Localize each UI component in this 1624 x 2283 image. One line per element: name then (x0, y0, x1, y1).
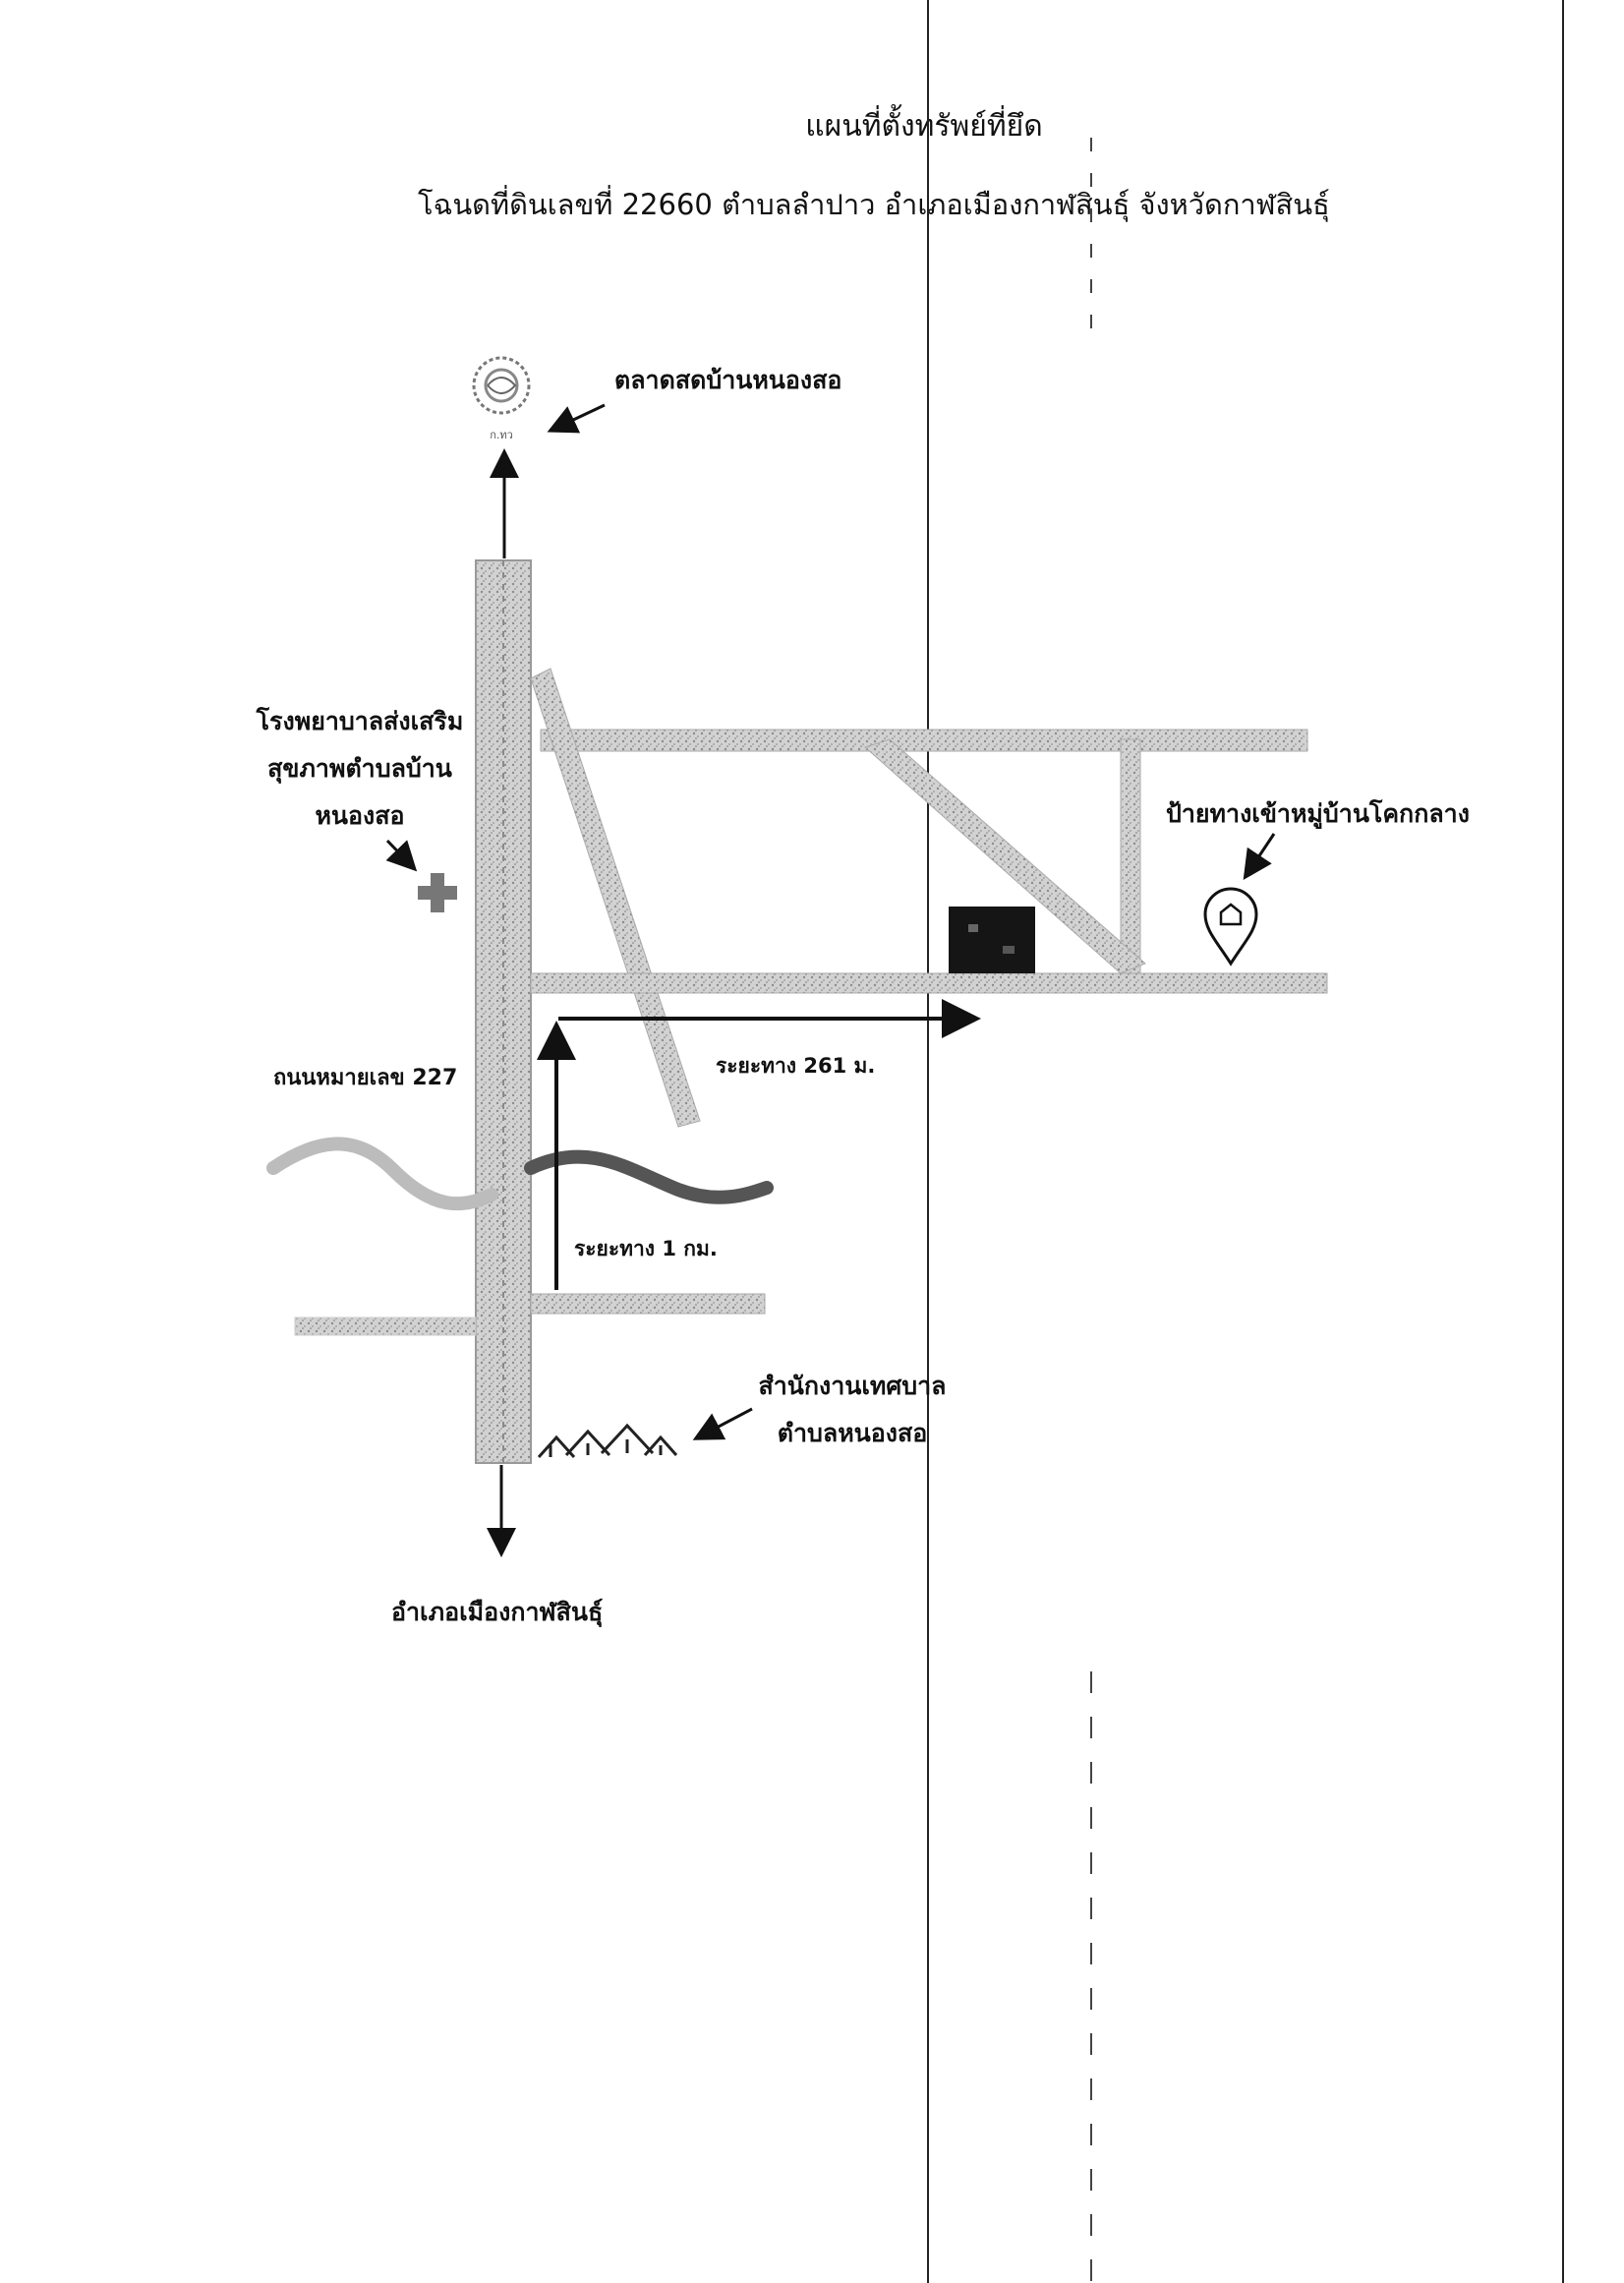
property-texture (1003, 946, 1015, 954)
market-label: ตลาดสดบ้านหนองสอ (614, 366, 842, 394)
hospital-cross-icon (418, 873, 457, 912)
northern-road (540, 729, 1308, 752)
municipal-label-line: สำนักงานเทศบาล (758, 1372, 947, 1400)
deed-subtitle: โฉนดที่ดินเลขที่ 22660 ตำบลลำปาว อำเภอเม… (418, 188, 1330, 221)
property-marker-icon (949, 907, 1035, 973)
hospital-pointer-arrow (385, 839, 418, 872)
eastern-road (1120, 738, 1141, 974)
southern-road-west (294, 1317, 477, 1336)
road-name-label: ถนนหมายเลข 227 (273, 1066, 458, 1090)
village-sign-label: ป้ายทางเข้าหมู่บ้านโคกกลาง (1166, 799, 1470, 828)
market-logo-text: ก.ทว (490, 429, 513, 441)
map-title: แผนที่ตั้งทรัพย์ที่ยึด (805, 109, 1043, 144)
municipal-building-icon (537, 1423, 678, 1459)
southern-road-east (530, 1293, 766, 1315)
distance-261m-label: ระยะทาง 261 ม. (716, 1054, 876, 1078)
location-pin-icon (1203, 887, 1258, 966)
sign-pointer-arrow (1243, 833, 1276, 880)
hospital-label-line: สุขภาพตำบลบ้าน (267, 754, 452, 783)
market-pointer-arrow (547, 403, 606, 434)
river-west (266, 1137, 498, 1211)
access-road (530, 972, 1328, 994)
municipal-pointer-arrow (692, 1407, 753, 1440)
distance-1km-label: ระยะทาง 1 กม. (574, 1237, 718, 1260)
hospital-label: โรงพยาบาลส่งเสริม สุขภาพตำบลบ้าน หนองสอ (232, 698, 488, 840)
market-logo-icon (472, 356, 531, 415)
hospital-label-line: โรงพยาบาลส่งเสริม (256, 707, 464, 735)
municipal-office-label: สำนักงานเทศบาล ตำบลหนองสอ (739, 1363, 965, 1457)
river-east (524, 1149, 774, 1204)
municipal-label-line: ตำบลหนองสอ (777, 1419, 928, 1447)
property-texture (968, 924, 978, 932)
hospital-label-line: หนองสอ (315, 801, 405, 830)
diagonal-road-east (864, 738, 1146, 974)
district-label: อำเภอเมืองกาฬสินธุ์ (391, 1598, 604, 1626)
